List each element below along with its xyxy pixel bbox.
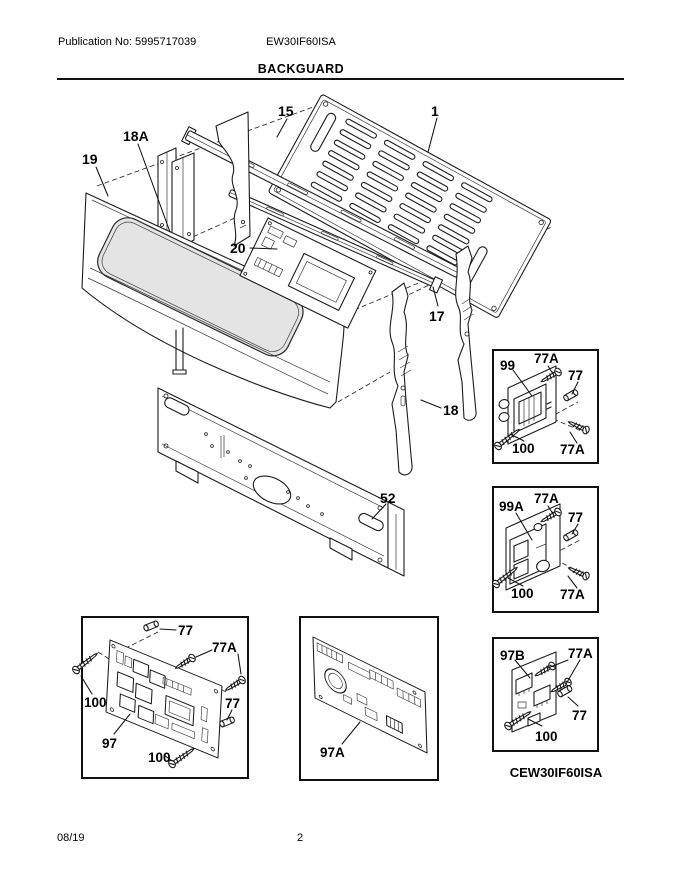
inset-power-board-97b: 97B 77A 77 100 — [492, 637, 599, 752]
label-77a-top: 77A — [534, 351, 559, 366]
label-100-left: 100 — [84, 695, 107, 710]
label-97: 97 — [102, 736, 117, 751]
callout-18: 18 — [443, 402, 459, 418]
callout-20: 20 — [230, 240, 246, 256]
model-number: EW30IF60ISA — [266, 36, 336, 48]
label-77: 77 — [568, 510, 583, 525]
spacer-77-icon — [218, 715, 236, 729]
spacer-77-icon — [562, 388, 580, 403]
footer-date: 08/19 — [57, 832, 85, 844]
label-77a-bottom: 77A — [560, 587, 585, 602]
section-title: BACKGUARD — [257, 62, 345, 76]
callout-1: 1 — [431, 103, 439, 119]
inset-control-board-97: 77 77A 100 97 77 100 — [70, 616, 249, 779]
callout-15: 15 — [278, 103, 294, 119]
label-100: 100 — [511, 586, 534, 601]
label-77a: 77A — [568, 646, 593, 661]
callout-19: 19 — [82, 151, 98, 167]
part-rear-support-bracket — [389, 245, 477, 476]
screw-100-icon — [166, 744, 197, 770]
label-99a: 99A — [499, 499, 524, 514]
label-77a-top: 77A — [534, 491, 559, 506]
label-77a-bottom: 77A — [560, 442, 585, 457]
inset-transformer-99: 99 77A 77 100 77A — [492, 349, 599, 464]
callout-52: 52 — [380, 490, 396, 506]
inset-display-board-97a: 97A — [299, 616, 439, 781]
callout-18a: 18A — [123, 128, 149, 144]
label-97b: 97B — [500, 648, 525, 663]
part-display-control-board — [239, 217, 377, 329]
inset-transformer-99a: 99A 77A 77 100 77A — [490, 486, 599, 613]
header-divider — [57, 78, 624, 80]
spacer-77-icon — [562, 528, 580, 543]
label-100: 100 — [512, 441, 535, 456]
label-77: 77 — [572, 708, 587, 723]
part-lower-rail — [228, 189, 444, 294]
label-97a: 97A — [320, 745, 345, 760]
label-77a: 77A — [212, 640, 237, 655]
label-77-top: 77 — [178, 623, 193, 638]
screw-100-icon — [70, 649, 101, 676]
label-77-right: 77 — [225, 696, 240, 711]
screw-77a-icon — [222, 674, 248, 695]
callout-leader-lines — [95, 117, 442, 520]
part-center-support-bracket — [215, 111, 251, 247]
label-99: 99 — [500, 358, 515, 373]
spacer-77-icon — [142, 619, 160, 633]
callout-17: 17 — [429, 308, 445, 324]
publication-number: Publication No: 5995717039 — [58, 36, 197, 48]
part-lower-rear-panel — [157, 387, 405, 577]
control-panel-window — [97, 217, 304, 357]
label-100: 100 — [535, 729, 558, 744]
label-100-bottom: 100 — [148, 750, 171, 765]
footer-page-number: 2 — [296, 832, 304, 844]
variant-model-number: CEW30IF60ISA — [510, 765, 603, 780]
part-left-support-bracket — [157, 147, 195, 253]
label-77: 77 — [568, 368, 583, 383]
